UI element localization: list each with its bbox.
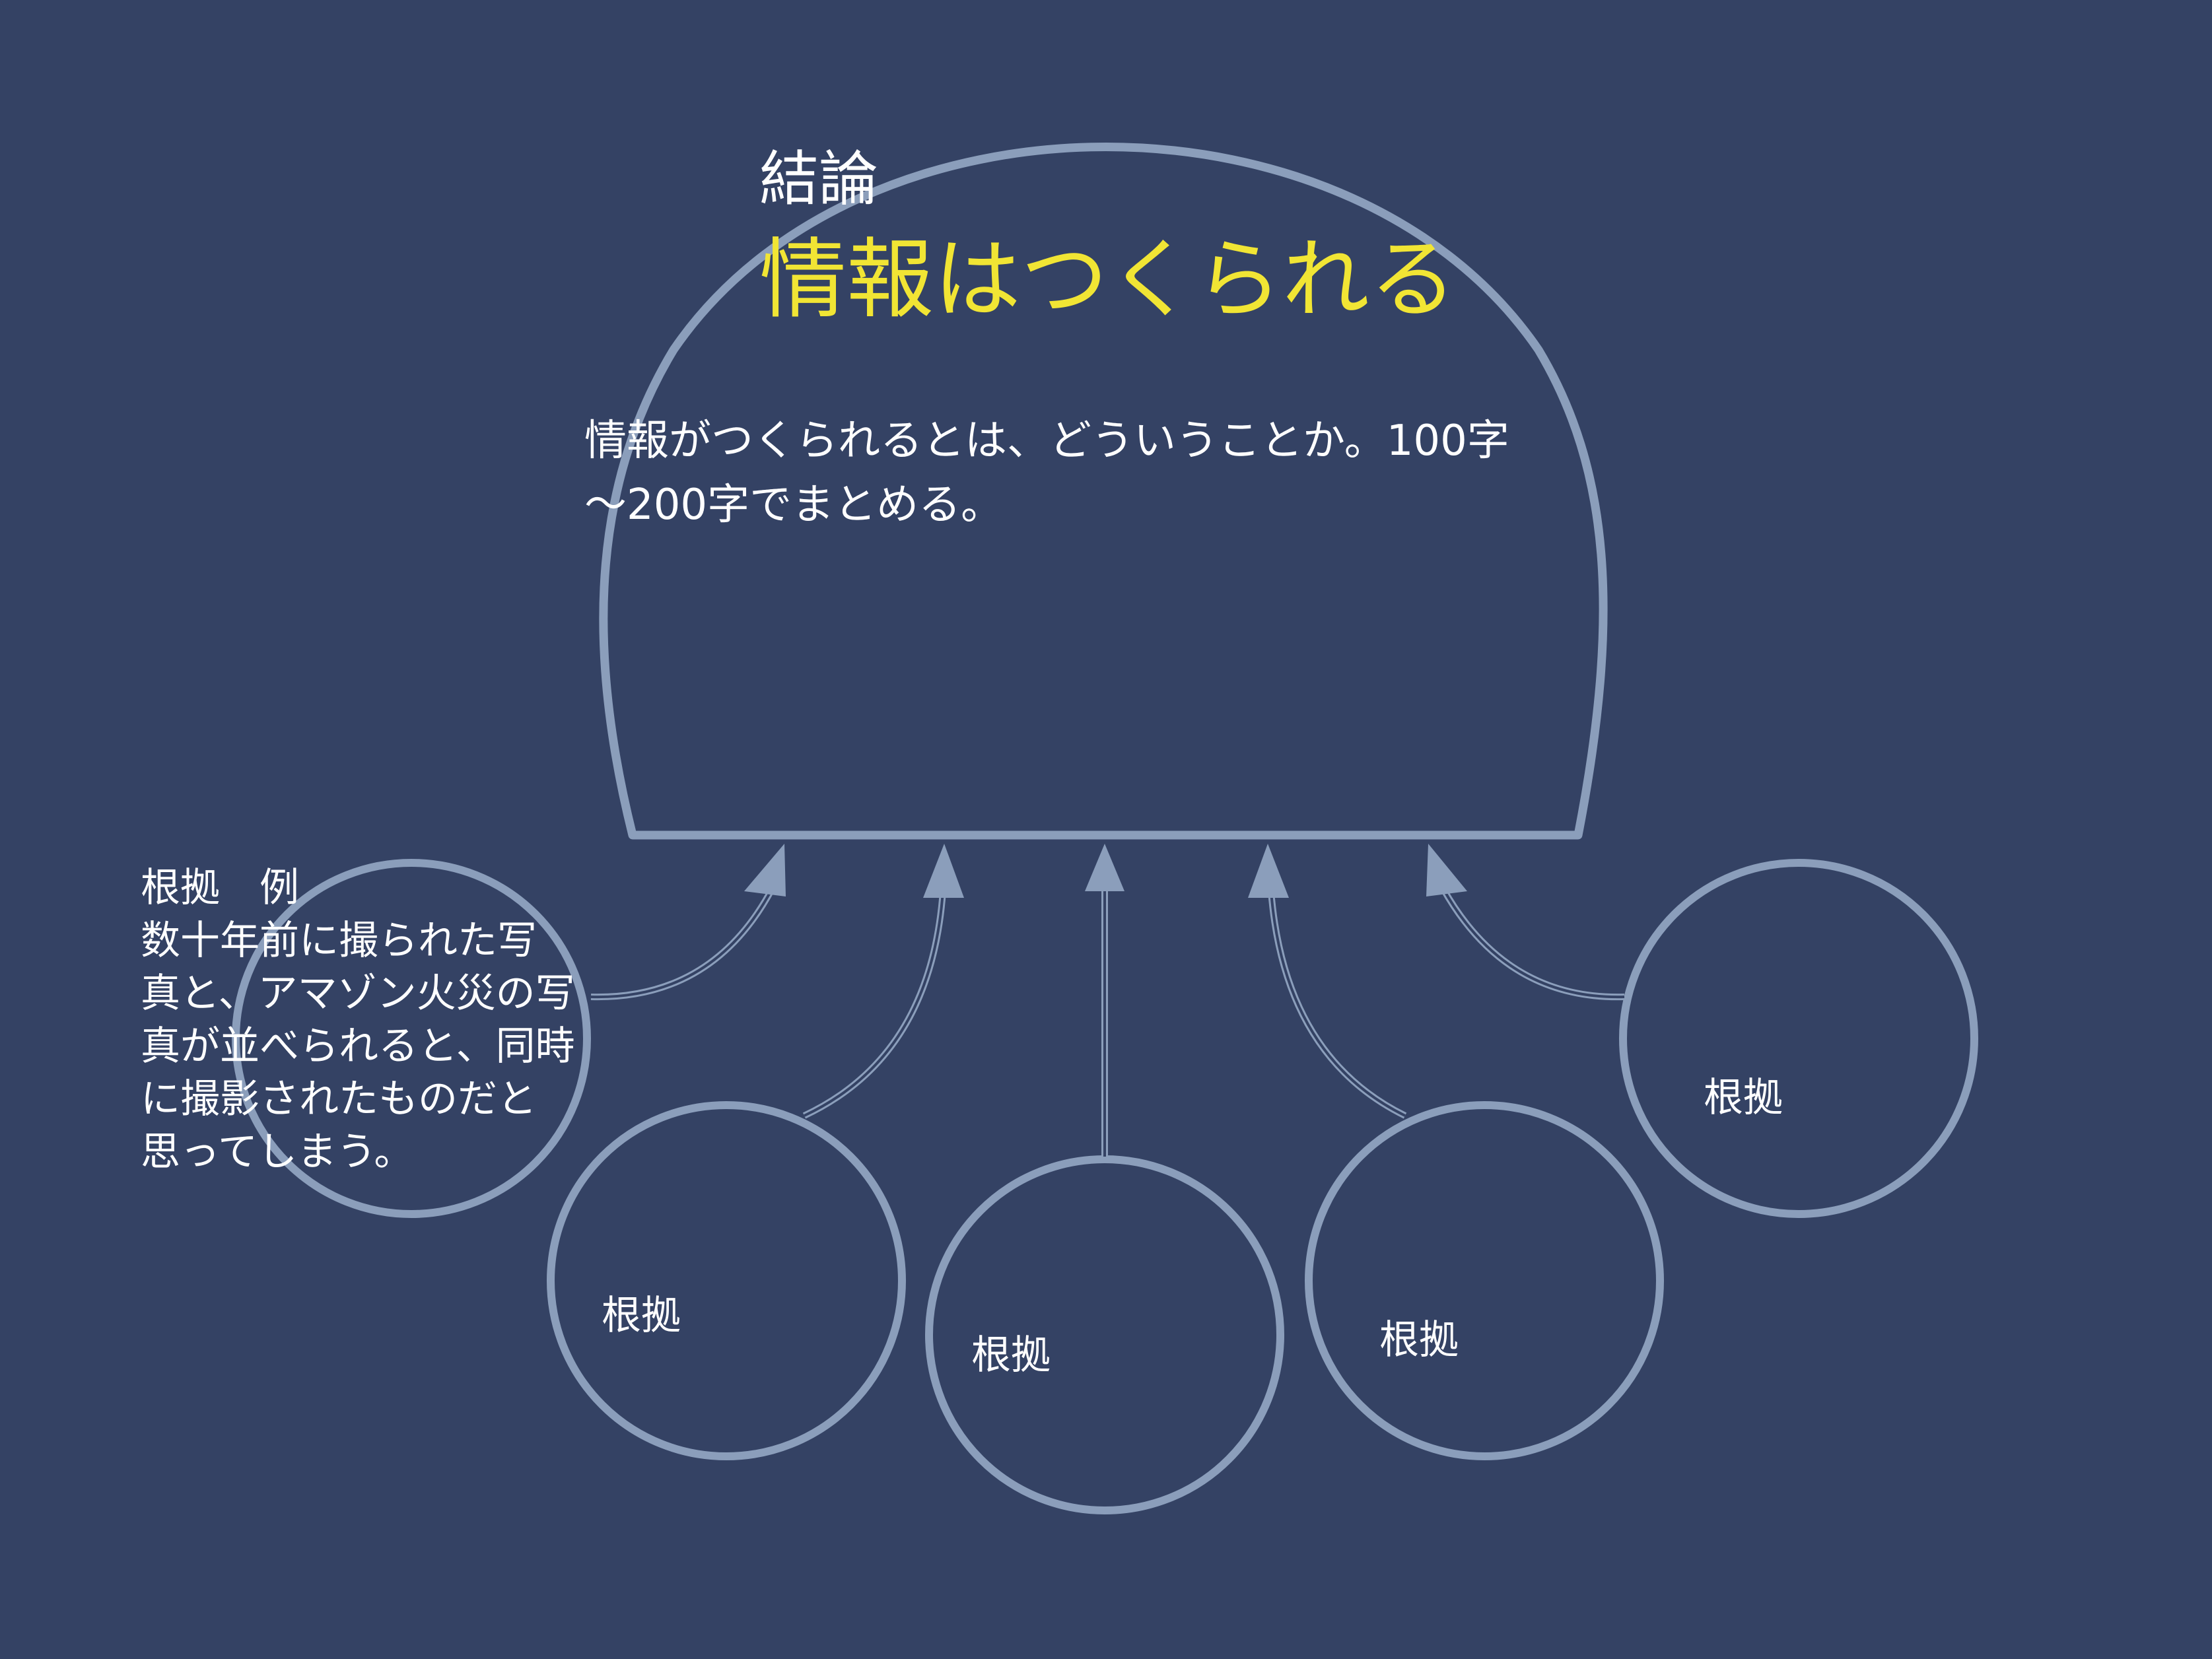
arrowhead-5 [1426,844,1467,897]
evidence-label-2: 根拠 [971,1332,1051,1378]
example-evidence-text: 根拠 例 数十年前に撮られた写 真と、アマゾン火災の写 真が並べられると、同時 … [141,865,575,1175]
evidence-circle-4 [1619,859,1978,1218]
arrowhead-1 [744,844,786,897]
evidence-label-1: 根拠 [602,1293,681,1339]
arrowhead-2 [923,844,964,898]
evidence-circle-example [232,859,591,1218]
conclusion-dome [599,143,1608,840]
connector-2 [802,891,946,1119]
evidence-label-3: 根拠 [1379,1317,1459,1363]
evidence-circle-1 [547,1101,906,1460]
evidence-circle-2 [925,1155,1284,1514]
conclusion-heading: 結論 [759,145,878,214]
conclusion-text: 情報はつくられる [759,229,1457,331]
conclusion-description: 情報がつくられるとは、どういうことか。100字 〜200字でまとめる。 [584,417,1509,529]
arrowhead-3 [1085,844,1124,891]
evidence-label-4: 根拠 [1704,1075,1783,1121]
evidence-circle-3 [1305,1101,1664,1460]
connector-4 [1268,891,1407,1119]
connector-5 [1439,886,1625,1001]
arrowhead-4 [1248,844,1289,898]
